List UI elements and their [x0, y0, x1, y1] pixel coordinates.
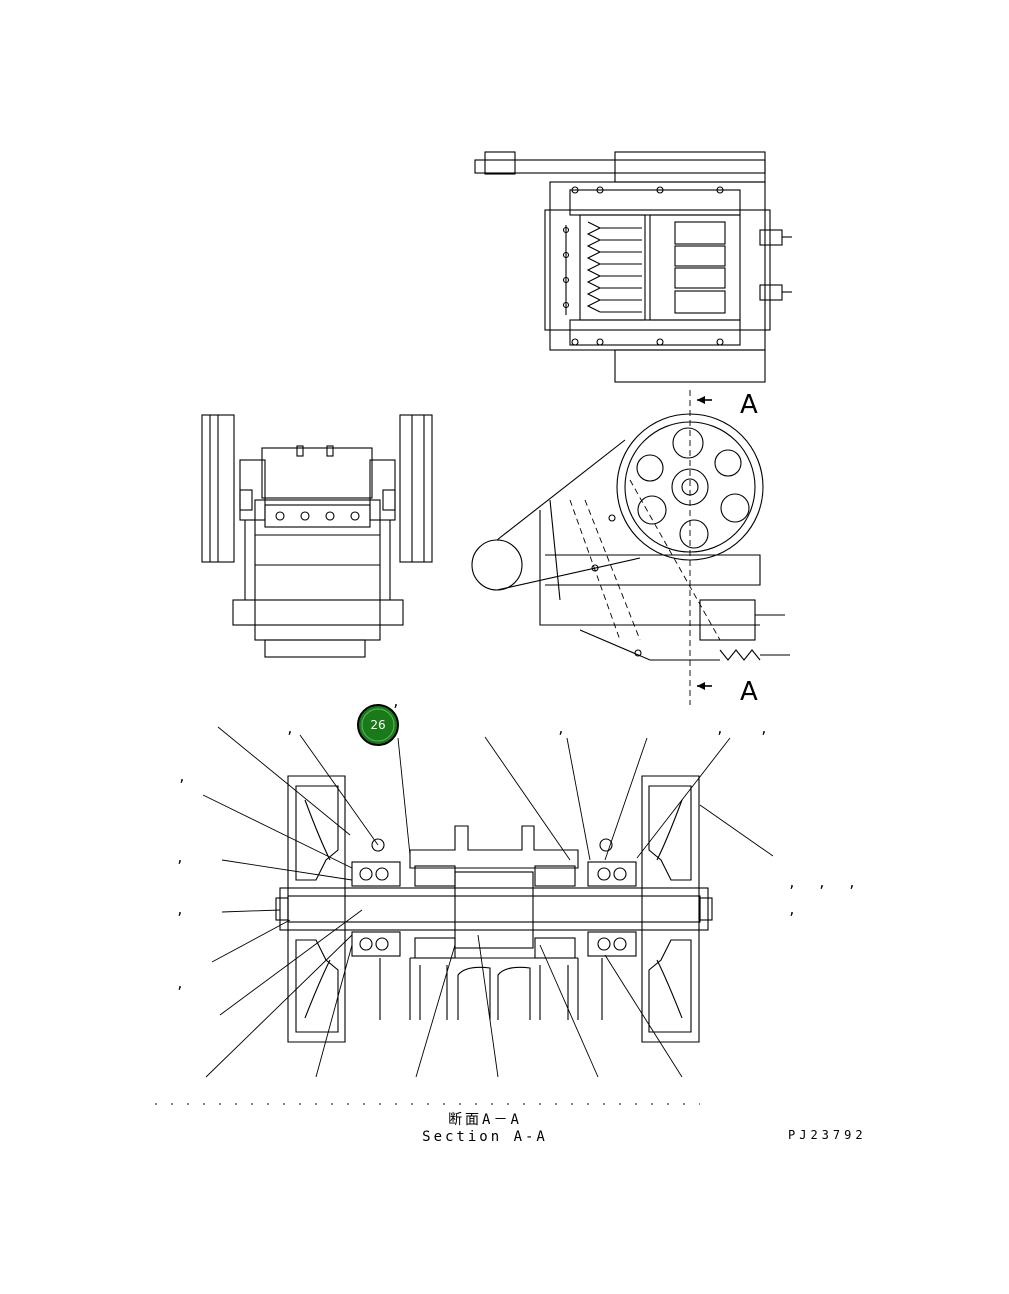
- svg-text:,: ,: [760, 722, 768, 737]
- svg-text:,: ,: [788, 903, 796, 918]
- svg-text:,: ,: [176, 903, 184, 918]
- svg-text:,: ,: [557, 722, 565, 737]
- section-title: 断面A－A Section A-A: [420, 1112, 550, 1146]
- top-plan-view: [474, 151, 792, 383]
- section-title-en: Section A-A: [422, 1129, 548, 1145]
- callout-number: 26: [370, 718, 385, 732]
- front-view: [201, 414, 433, 658]
- svg-text:,: ,: [848, 876, 856, 891]
- section-a-a-view: [275, 775, 713, 1043]
- svg-text:,: ,: [818, 876, 826, 891]
- svg-text:,: ,: [716, 722, 724, 737]
- drawing-code: PJ23792: [788, 1128, 867, 1142]
- svg-text:,: ,: [176, 977, 184, 992]
- callout-badge[interactable]: 26: [357, 704, 399, 746]
- section-title-jp: 断面A－A: [448, 1112, 522, 1128]
- svg-text:,: ,: [176, 851, 184, 866]
- section-marker-top: A: [740, 390, 758, 420]
- svg-text:,: ,: [392, 695, 400, 710]
- side-view: A A: [471, 390, 790, 707]
- svg-text:,: ,: [178, 770, 186, 785]
- section-marker-bottom: A: [740, 677, 758, 707]
- leader-ticks: , , , , , , , , , , , , ,: [155, 695, 856, 1105]
- svg-text:,: ,: [286, 722, 294, 737]
- svg-text:,: ,: [788, 876, 796, 891]
- leader-lines: [202, 726, 774, 1078]
